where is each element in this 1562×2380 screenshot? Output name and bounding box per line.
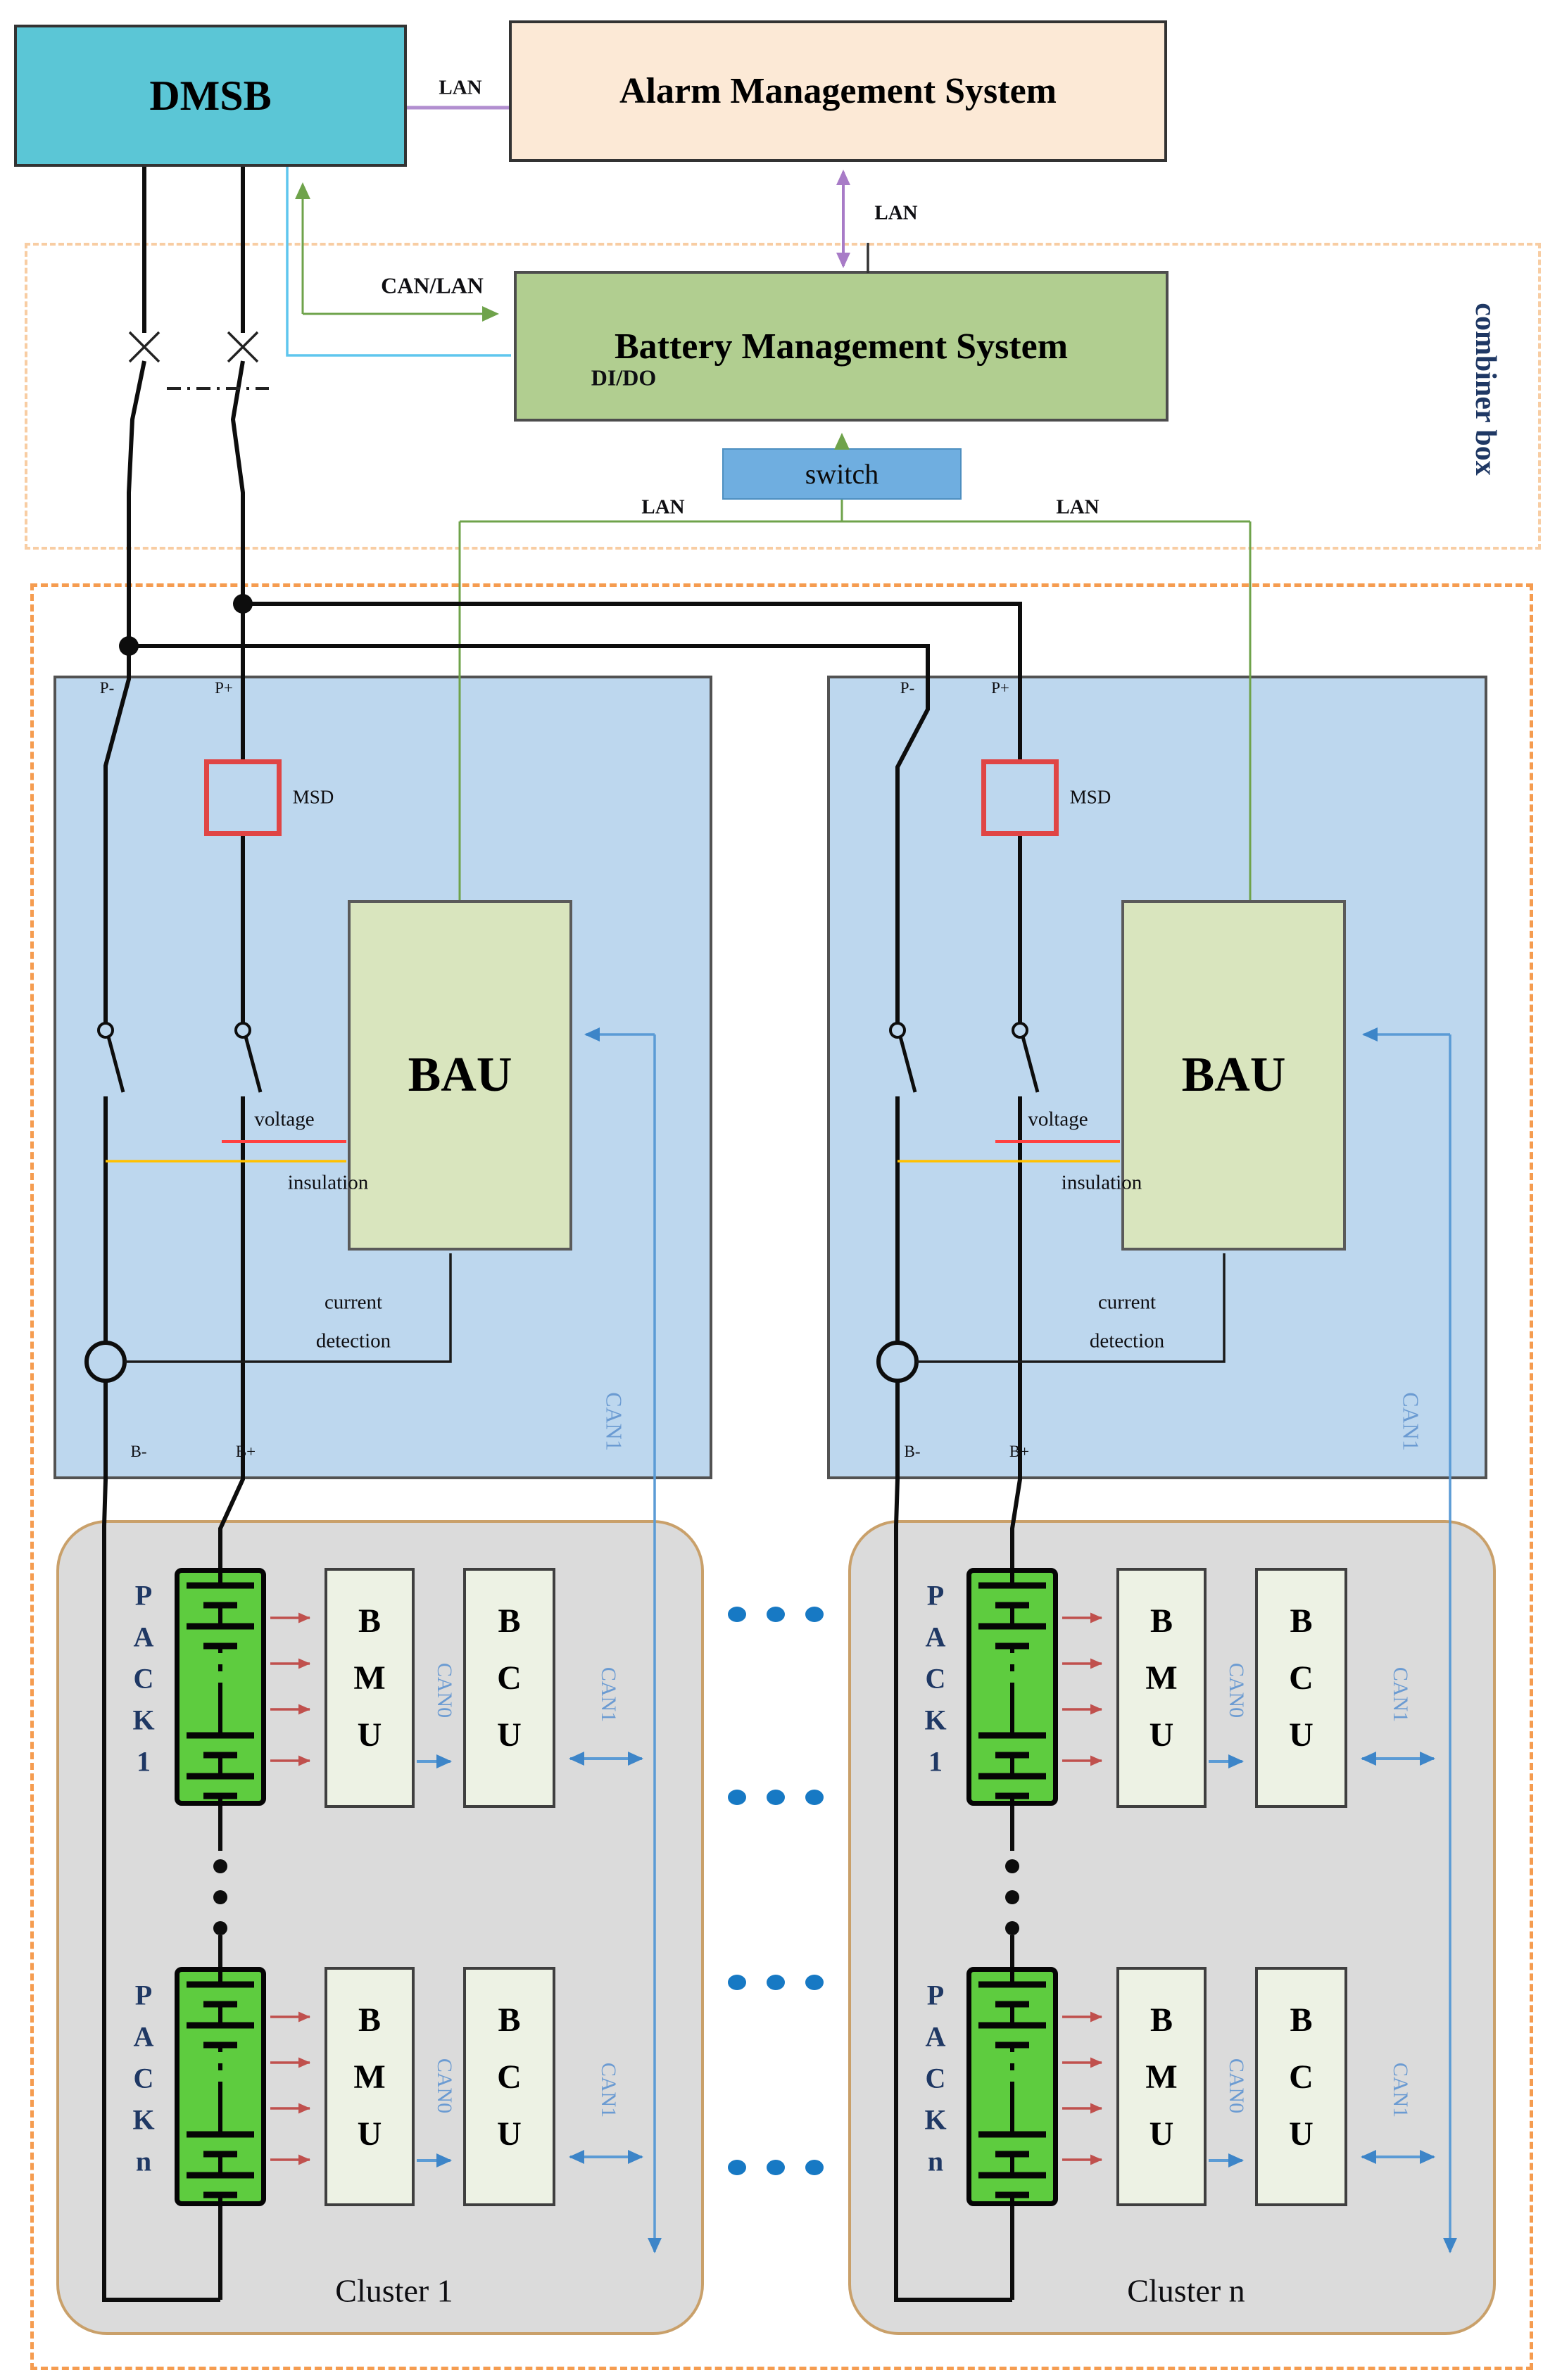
pack1-label-cn: PACK1 bbox=[919, 1579, 952, 1787]
bcu-label: BCU bbox=[1283, 2001, 1320, 2172]
cluster-n-title: Cluster n bbox=[1127, 2272, 1245, 2309]
battery-packn-cluster1 bbox=[175, 1967, 266, 2206]
bmu-label: BMU bbox=[351, 2001, 389, 2172]
bau-right-label: BAU bbox=[1181, 1048, 1286, 1102]
cluster-1-title: Cluster 1 bbox=[335, 2272, 453, 2309]
msd-label-right: MSD bbox=[1069, 786, 1111, 808]
battery-management-system-box: Battery Management System bbox=[514, 271, 1169, 422]
battery-pack1-clustern bbox=[966, 1568, 1058, 1806]
bcu-box-cn-bottom: BCU bbox=[1255, 1967, 1347, 2206]
bcu-label: BCU bbox=[1283, 1602, 1320, 1773]
can1-label-cn-bottom: CAN1 bbox=[1389, 2062, 1412, 2118]
b-minus-right: B- bbox=[904, 1443, 921, 1460]
dmsb-box: DMSB bbox=[14, 25, 407, 167]
bms-label: Battery Management System bbox=[614, 326, 1069, 367]
msd-box-right bbox=[981, 759, 1059, 836]
bmu-box-cn-top: BMU bbox=[1116, 1568, 1207, 1808]
network-switch-box: switch bbox=[722, 448, 962, 500]
current-label-left: current bbox=[324, 1291, 383, 1314]
p-plus-right: P+ bbox=[991, 679, 1009, 697]
battery-pack1-cluster1 bbox=[175, 1568, 266, 1806]
can1-label-c1-bottom: CAN1 bbox=[597, 2062, 620, 2118]
bau-left-label: BAU bbox=[408, 1048, 512, 1102]
lan-label-dmsb-alarm: LAN bbox=[439, 76, 482, 99]
pack1-label-c1: PACK1 bbox=[127, 1579, 160, 1787]
battery-cabinet-outline bbox=[30, 583, 1533, 2370]
bau-box-left: BAU bbox=[348, 900, 572, 1251]
voltage-label-left: voltage bbox=[254, 1108, 315, 1131]
b-minus-left: B- bbox=[130, 1443, 147, 1460]
bmu-label: BMU bbox=[351, 1602, 389, 1773]
insulation-label-left: insulation bbox=[287, 1171, 369, 1194]
can-lan-label: CAN/LAN bbox=[381, 272, 484, 298]
voltage-label-right: voltage bbox=[1028, 1108, 1088, 1131]
bcu-box-c1-top: BCU bbox=[463, 1568, 555, 1808]
p-minus-right: P- bbox=[900, 679, 915, 697]
lan-label-switch-left: LAN bbox=[641, 495, 685, 519]
bau-box-right: BAU bbox=[1121, 900, 1346, 1251]
alarm-label: Alarm Management System bbox=[619, 71, 1057, 111]
bcu-box-c1-bottom: BCU bbox=[463, 1967, 555, 2206]
can1-label-cn-top: CAN1 bbox=[1389, 1666, 1412, 1723]
di-do-label: DI/DO bbox=[591, 365, 657, 391]
combiner-box-outline bbox=[25, 243, 1541, 550]
detection-label-right: detection bbox=[1089, 1329, 1165, 1353]
bmu-box-c1-top: BMU bbox=[325, 1568, 415, 1808]
p-minus-left: P- bbox=[99, 679, 115, 697]
can1-label-c1-top: CAN1 bbox=[597, 1666, 620, 1723]
detection-label-left: detection bbox=[315, 1329, 391, 1353]
can0-label-c1-top: CAN0 bbox=[433, 1662, 456, 1718]
b-plus-left: B+ bbox=[235, 1443, 256, 1460]
packn-label-c1: PACKn bbox=[127, 1979, 160, 2187]
bmu-box-c1-bottom: BMU bbox=[325, 1967, 415, 2206]
can0-label-cn-bottom: CAN0 bbox=[1225, 2058, 1248, 2114]
can0-label-c1-bottom: CAN0 bbox=[433, 2058, 456, 2114]
msd-label-left: MSD bbox=[292, 786, 334, 808]
packn-label-cn: PACKn bbox=[919, 1979, 952, 2187]
can0-label-cn-top: CAN0 bbox=[1225, 1662, 1248, 1718]
b-plus-right: B+ bbox=[1009, 1443, 1030, 1460]
can1-label-bau-left: CAN1 bbox=[601, 1392, 627, 1451]
bcu-box-cn-top: BCU bbox=[1255, 1568, 1347, 1808]
lan-label-alarm-bms: LAN bbox=[874, 201, 918, 224]
can1-label-bau-right: CAN1 bbox=[1398, 1392, 1424, 1451]
bmu-label: BMU bbox=[1142, 1602, 1180, 1773]
combiner-box-label: combiner box bbox=[1469, 303, 1501, 476]
p-plus-left: P+ bbox=[215, 679, 233, 697]
bmu-label: BMU bbox=[1142, 2001, 1180, 2172]
switch-label: switch bbox=[805, 458, 879, 490]
bcu-label: BCU bbox=[491, 2001, 528, 2172]
insulation-label-right: insulation bbox=[1061, 1171, 1142, 1194]
battery-packn-clustern bbox=[966, 1967, 1058, 2206]
dmsb-label: DMSB bbox=[149, 72, 272, 119]
bmu-box-cn-bottom: BMU bbox=[1116, 1967, 1207, 2206]
current-label-right: current bbox=[1097, 1291, 1157, 1314]
msd-box-left bbox=[204, 759, 282, 836]
bcu-label: BCU bbox=[491, 1602, 528, 1773]
alarm-management-system-box: Alarm Management System bbox=[509, 20, 1167, 162]
lan-label-switch-right: LAN bbox=[1056, 495, 1100, 519]
